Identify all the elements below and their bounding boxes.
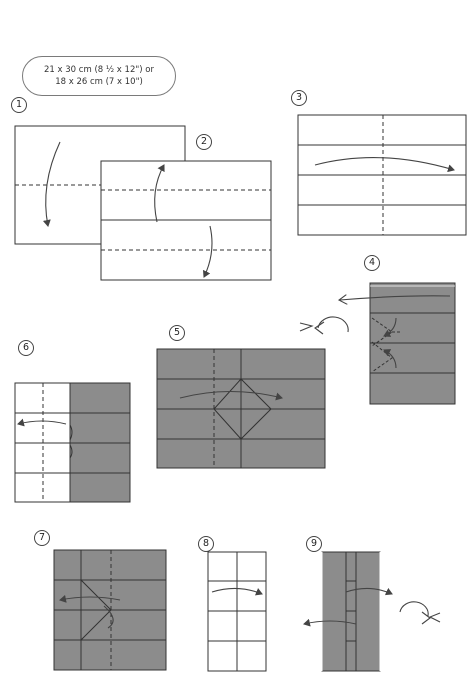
- step-3-diagram: [297, 114, 467, 236]
- step-1-fold-arrow: [42, 141, 61, 227]
- turn-over-icon: [299, 316, 349, 335]
- step-7-diagram: [53, 549, 167, 671]
- step-4-turn-arrow: [340, 296, 451, 300]
- step-number-9: 9: [306, 536, 322, 552]
- step-number-1: 1: [11, 97, 27, 113]
- step-number-5: 5: [169, 325, 185, 341]
- step-8-fold-arrow: [211, 587, 263, 596]
- step-5-fold-arrow: [179, 391, 283, 401]
- turn-over-icon: [399, 601, 441, 625]
- step-number-2: 2: [196, 134, 212, 150]
- paper-size-line-1: 21 x 30 cm (8 ½ x 12") or: [44, 65, 154, 75]
- step-number-6: 6: [18, 340, 34, 356]
- step-5-diagram: [156, 348, 326, 469]
- step-9-diagram: [303, 551, 441, 672]
- step-4-diagram: [299, 282, 456, 405]
- step-number-7: 7: [34, 530, 50, 546]
- step-6-diagram: [14, 382, 131, 503]
- step-5-square: [213, 378, 272, 440]
- step-8-diagram: [207, 551, 267, 672]
- step-number-4: 4: [364, 255, 380, 271]
- step-9-fold-arrow-left: [303, 618, 357, 627]
- step-7-fold-arrow: [59, 594, 121, 603]
- paper-size-line-2: 18 x 26 cm (7 x 10"): [55, 77, 143, 87]
- step-number-3: 3: [291, 90, 307, 106]
- step-6-fold-arrow: [17, 418, 67, 427]
- step-2-fold-arrow-up: [154, 164, 165, 223]
- step-2-diagram: [100, 160, 272, 281]
- step-number-8: 8: [198, 536, 214, 552]
- step-9-fold-arrow-right: [345, 587, 393, 596]
- step-2-fold-arrow-down: [202, 225, 213, 278]
- paper-size-note: 21 x 30 cm (8 ½ x 12") or 18 x 26 cm (7 …: [22, 56, 176, 96]
- step-3-fold-arrow: [314, 157, 455, 173]
